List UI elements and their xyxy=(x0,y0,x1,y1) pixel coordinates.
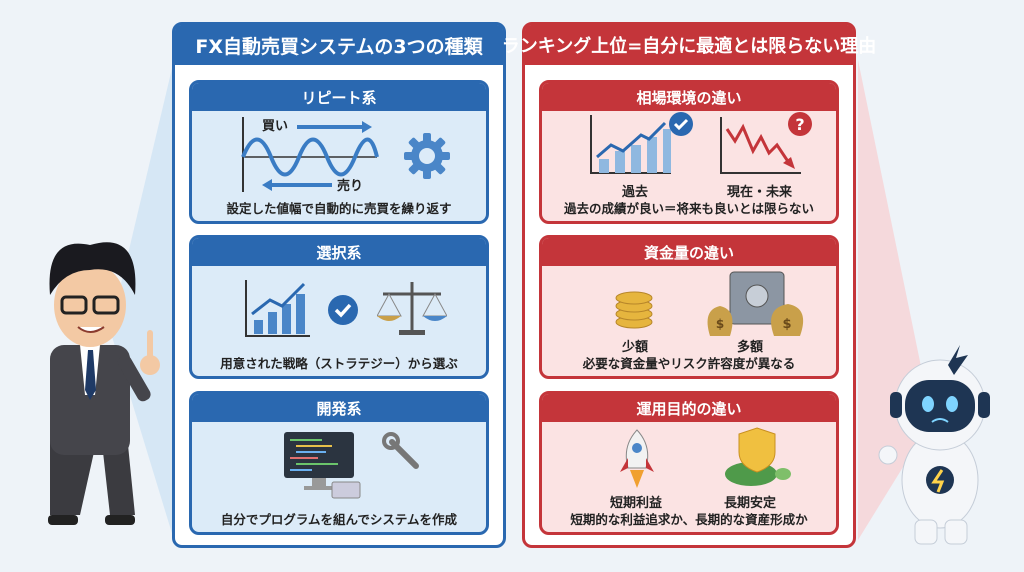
sell-label: 売り xyxy=(337,179,364,194)
present-future-label: 現在・未来 xyxy=(727,185,793,200)
long-term-label: 長期安定 xyxy=(724,496,777,511)
card-title: 運用目的の違い xyxy=(542,394,836,422)
card-caption: 自分でプログラムを組んでシステムを作成 xyxy=(220,512,458,527)
rocket-icon xyxy=(620,429,654,488)
svg-text:?: ? xyxy=(795,115,804,134)
coins-icon xyxy=(615,291,653,329)
computer-code-icon xyxy=(284,432,361,499)
small-amount-label: 少額 xyxy=(622,340,649,355)
card-selection: 選択系 用意された戦略（ストラテジー）から選ぶ xyxy=(189,235,489,379)
card-title: 相場環境の違い xyxy=(542,83,836,111)
card-capital-amount: 資金量の違い $ $ 少額 多額 必要な資金量やリスク許容度が異なる xyxy=(539,235,839,379)
system-types-panel: FX自動売買システムの3つの種類 リピート系 買い 売り 設定した値幅で自動的に… xyxy=(172,22,506,548)
bar-chart-icon xyxy=(245,280,310,337)
turtle-shield-icon xyxy=(725,427,791,486)
svg-text:$: $ xyxy=(782,317,791,332)
gear-icon xyxy=(404,133,450,179)
panel-title: ランキング上位=自分に最適とは限らない理由 xyxy=(502,25,876,65)
card-title: 資金量の違い xyxy=(542,238,836,266)
businessman-character xyxy=(48,242,160,525)
card-title: 選択系 xyxy=(192,238,486,266)
card-caption: 必要な資金量やリスク許容度が異なる xyxy=(582,356,796,371)
card-development: 開発系 自分でプログラムを組んでシステムを作成 xyxy=(189,391,489,535)
rising-chart-icon xyxy=(590,115,671,174)
past-label: 過去 xyxy=(622,185,649,200)
card-repeat: リピート系 買い 売り 設定した値幅で自動的に売買を繰り返す xyxy=(189,80,489,224)
money-bag-icon xyxy=(707,306,733,336)
robot-character xyxy=(878,345,990,545)
card-market-environment: 相場環境の違い ? 過去 現在・未来 過去の成績が良い＝将来も良いとは限らない xyxy=(539,80,839,224)
card-investment-purpose: 運用目的の違い 短期利益 長期安定 短期的な利益追求か、長期的な資産形成か xyxy=(539,391,839,535)
large-amount-label: 多額 xyxy=(737,340,764,355)
card-caption: 過去の成績が良い＝将来も良いとは限らない xyxy=(563,201,814,216)
card-title: リピート系 xyxy=(192,83,486,111)
falling-chart-icon xyxy=(720,117,801,174)
check-icon xyxy=(669,112,693,136)
panel-title: FX自動売買システムの3つの種類 xyxy=(175,25,503,65)
card-title: 開発系 xyxy=(192,394,486,422)
scale-icon xyxy=(377,282,447,335)
buy-label: 買い xyxy=(262,119,289,134)
svg-text:$: $ xyxy=(716,317,724,331)
question-icon: ? xyxy=(788,112,812,136)
card-caption: 設定した値幅で自動的に売買を繰り返す xyxy=(226,201,452,216)
short-term-label: 短期利益 xyxy=(610,496,663,511)
wave-chart-icon xyxy=(241,117,379,192)
card-caption: 短期的な利益追求か、長期的な資産形成か xyxy=(570,512,808,527)
ranking-reasons-panel: ランキング上位=自分に最適とは限らない理由 相場環境の違い ? 過去 現在・未来… xyxy=(502,22,876,548)
card-caption: 用意された戦略（ストラテジー）から選ぶ xyxy=(220,356,458,371)
check-icon xyxy=(328,295,358,325)
wrench-icon xyxy=(382,432,419,469)
safe-icon: $ $ xyxy=(707,271,804,336)
